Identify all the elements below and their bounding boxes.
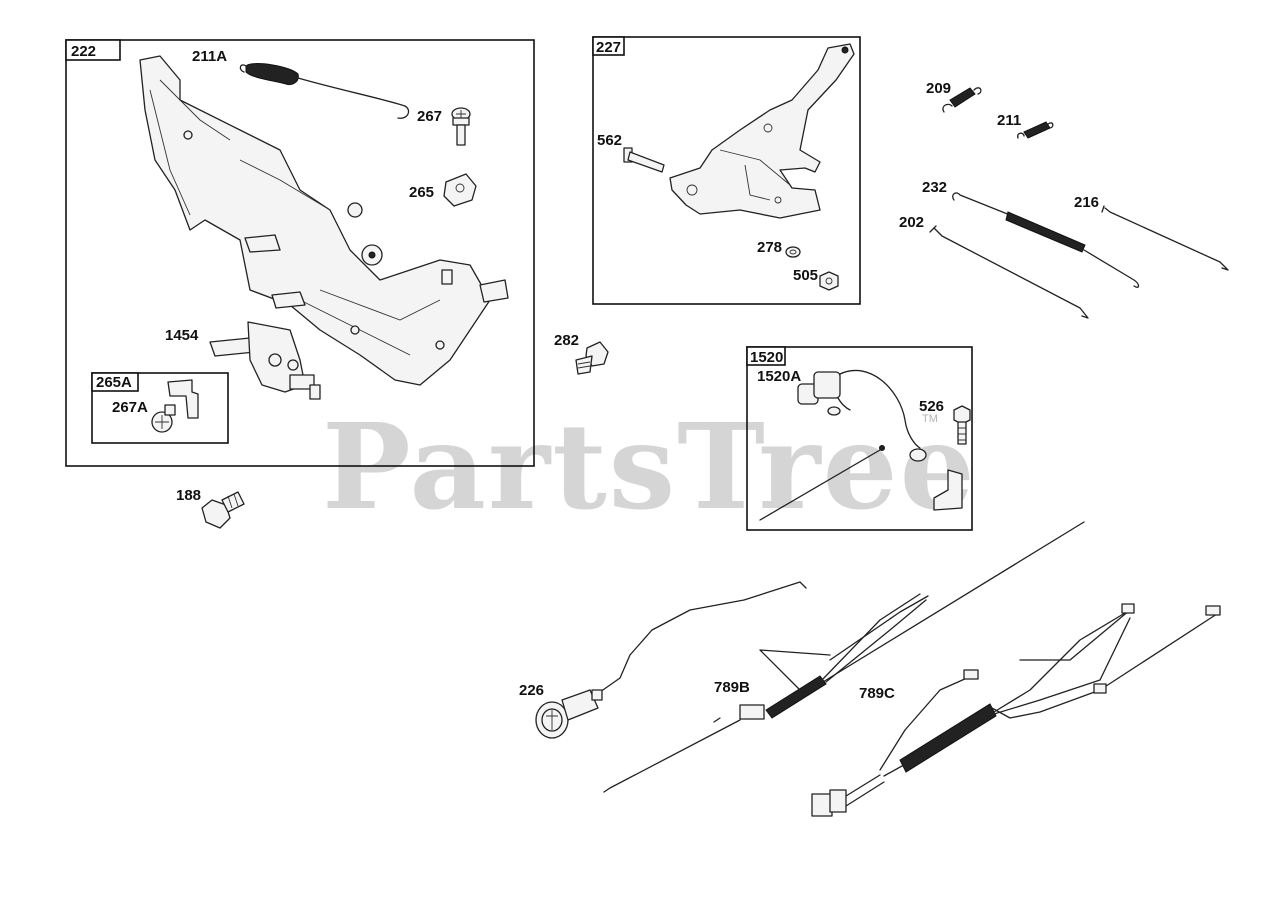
spring-211-part[interactable] (1017, 121, 1054, 139)
screw-267-part[interactable] (451, 107, 471, 146)
callout-227: 227 (596, 39, 621, 56)
callout-526: 526 (919, 398, 944, 415)
callout-226: 226 (519, 682, 544, 699)
callout-211: 211 (997, 112, 1021, 129)
clip-265A-part[interactable] (167, 379, 199, 419)
watermark-trademark: TM (922, 413, 938, 425)
callout-1454: 1454 (165, 327, 199, 344)
callout-188: 188 (176, 487, 201, 504)
long-rod-part[interactable] (817, 521, 1085, 686)
group-1520-frame (746, 346, 973, 531)
callout-202: 202 (899, 214, 924, 231)
clip-265-part[interactable] (443, 173, 477, 207)
group-227-frame (592, 36, 861, 305)
group-222-tag (65, 39, 121, 61)
pin-562-part[interactable] (623, 147, 665, 173)
screw-267A-part[interactable] (151, 404, 176, 433)
callout-562: 562 (597, 132, 622, 149)
callout-1520: 1520 (750, 349, 783, 366)
group-227-tag (592, 36, 625, 56)
callout-232: 232 (922, 179, 947, 196)
callout-267A: 267A (112, 399, 148, 416)
group-1520[interactable]: 1520 1520A 526 (746, 346, 973, 531)
callout-265A: 265A (96, 374, 132, 391)
spring-211A-part[interactable] (239, 63, 410, 119)
switch-1454-part[interactable] (209, 321, 321, 400)
callout-216: 216 (1074, 194, 1099, 211)
washer-278-part[interactable] (785, 246, 801, 258)
nut-505-part[interactable] (819, 271, 839, 291)
bracket-1520-part[interactable] (933, 469, 963, 511)
callout-1520A: 1520A (757, 368, 801, 385)
rod-232-part[interactable] (952, 192, 1140, 288)
bolt-188-part[interactable] (201, 491, 245, 529)
group-222[interactable]: 222 211A (65, 39, 535, 467)
choke-cable-226-part[interactable] (535, 581, 807, 739)
group-222-frame (65, 39, 535, 467)
sensor-1520A-part[interactable] (759, 369, 927, 521)
harness-789C-part[interactable] (811, 603, 1221, 817)
callout-209: 209 (926, 80, 951, 97)
callout-265: 265 (409, 184, 434, 201)
group-265A-frame (91, 372, 229, 444)
callout-267: 267 (417, 108, 442, 125)
rod-216-part[interactable] (1101, 205, 1229, 271)
lever-bracket-part[interactable] (669, 43, 855, 219)
bolt-282-part[interactable] (575, 341, 609, 375)
group-265A-tag (91, 372, 139, 392)
screw-526-part[interactable] (953, 405, 971, 445)
callout-211A: 211A (192, 48, 227, 65)
callout-278: 278 (757, 239, 782, 256)
spring-209-part[interactable] (942, 87, 982, 113)
harness-789B-part[interactable] (603, 593, 929, 793)
rod-202-part[interactable] (929, 225, 1089, 319)
control-bracket-part[interactable] (139, 55, 509, 386)
callout-222: 222 (71, 43, 96, 60)
group-265A[interactable]: 265A 267A (91, 372, 229, 444)
callout-505: 505 (793, 267, 818, 284)
callout-282: 282 (554, 332, 579, 349)
group-227[interactable]: 227 562 278 505 (592, 36, 861, 305)
callout-789B: 789B (714, 679, 750, 696)
group-1520-tag (746, 346, 786, 366)
callout-789C: 789C (859, 685, 895, 702)
